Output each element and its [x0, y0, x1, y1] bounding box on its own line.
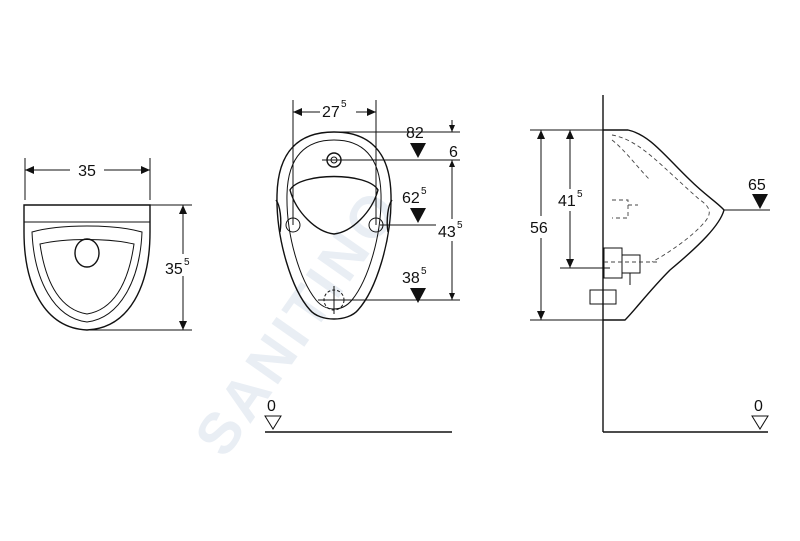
side-rim-level-marker: [752, 194, 768, 209]
watermark-text: SANITINO: [182, 177, 413, 468]
side-rim-height-label: 65: [748, 177, 766, 194]
rear-fixing-span-sup: 5: [457, 220, 463, 231]
rear-outlet-height-sup: 5: [421, 266, 427, 277]
rear-fixing-height-label: 62: [402, 190, 420, 207]
front-height-sup: 5: [184, 257, 190, 268]
rear-floor-label: 0: [267, 398, 276, 415]
side-outlet-fitting: [603, 247, 623, 279]
side-urinal-profile: [603, 129, 725, 321]
side-outlet-pipe: [589, 289, 617, 305]
rear-fixing-height-sup: 5: [421, 186, 427, 197]
rear-inlet-level-marker: [410, 143, 426, 158]
rear-inlet-height-label: 82: [406, 125, 424, 142]
rear-floor-marker: [264, 415, 282, 430]
front-outlet-hole: [74, 238, 100, 268]
front-bowl-outline: [23, 204, 151, 331]
front-height-label: 35: [165, 261, 183, 278]
rear-outlet-height-label: 38: [402, 270, 420, 287]
rear-fixing-span-label: 43: [438, 224, 456, 241]
rear-width-label: 27: [322, 104, 340, 121]
front-view: 35 35 5: [23, 158, 204, 331]
rear-width-sup: 5: [341, 99, 347, 110]
rear-left-fixing-hole: [285, 217, 301, 233]
rear-bowl-outline: [276, 131, 392, 320]
front-width-label: 35: [78, 163, 96, 180]
side-floor-label: 0: [754, 398, 763, 415]
side-floor-marker: [751, 415, 769, 430]
rear-fixing-level-marker: [410, 208, 426, 223]
side-view: 56 41 5 65 0: [528, 95, 770, 433]
side-inner-height-label: 41: [558, 193, 576, 210]
side-inner-height-sup: 5: [577, 189, 583, 200]
rear-inlet-offset-label: 6: [449, 144, 458, 161]
rear-outlet-level-marker: [410, 288, 426, 303]
side-total-height-label: 56: [530, 220, 548, 237]
rear-view: 27 5 6 43 5: [264, 99, 474, 433]
